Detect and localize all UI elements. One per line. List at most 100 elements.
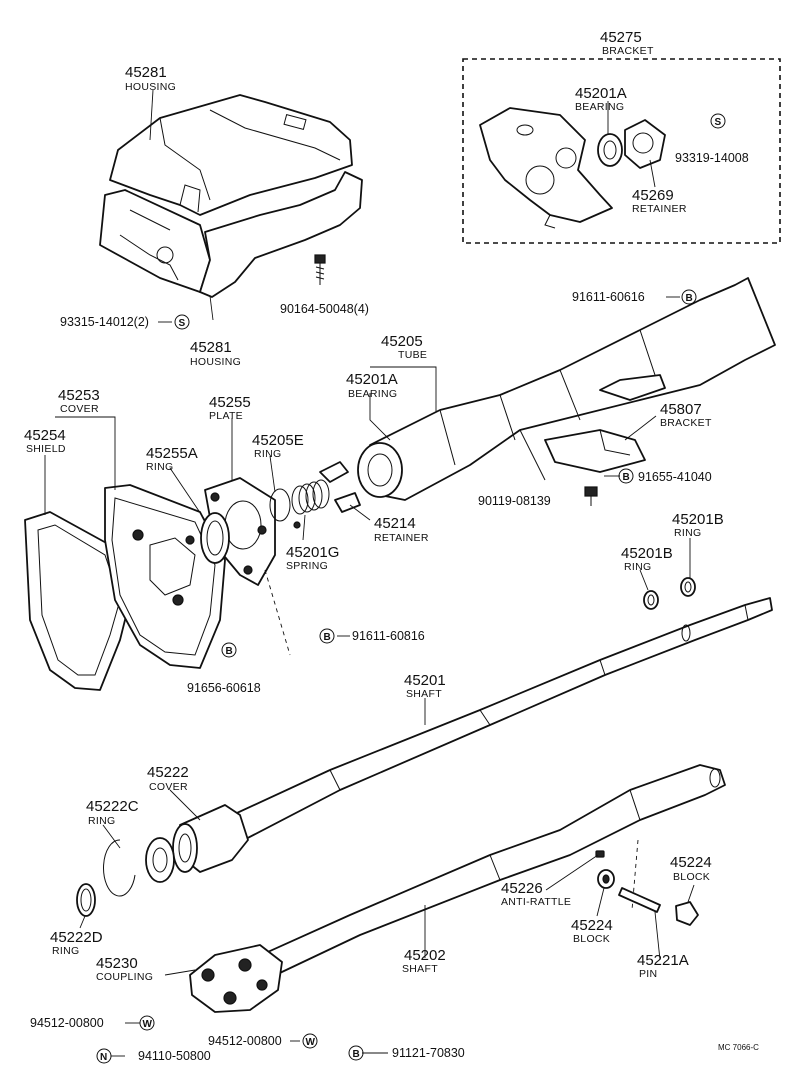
pin-45221A-drawing xyxy=(618,887,661,913)
part-number-label: 45202 xyxy=(404,947,446,964)
fastener-labels: S 93319-14008 90164-50048(4) 93315-14012… xyxy=(30,113,749,1064)
part-number-label: 45224 xyxy=(571,917,613,934)
part-name-label: RING xyxy=(674,527,701,539)
bracket-assembly-box xyxy=(462,58,781,244)
fastener-number-label: 93315-14012(2) xyxy=(60,315,149,329)
part-name-label: SHAFT xyxy=(406,688,442,700)
part-name-label: BLOCK xyxy=(573,933,610,945)
fastener-number-label: 94110-50800 xyxy=(138,1049,211,1063)
part-number-label: 45201B xyxy=(672,511,724,528)
fastener-number-label: 91655-41040 xyxy=(638,470,712,484)
part-number-label: 45255A xyxy=(146,445,198,462)
standard-part-symbol-letter: N xyxy=(100,1052,107,1063)
coupling-45230-drawing xyxy=(189,944,283,1013)
part-number-label: 45222 xyxy=(147,764,189,781)
part-number-label: 45224 xyxy=(670,854,712,871)
standard-part-symbol xyxy=(96,1048,112,1064)
part-name-label: RETAINER xyxy=(374,532,429,544)
screw-90164-drawing xyxy=(314,254,326,285)
standard-part-symbol xyxy=(710,113,726,129)
anti-rattle-45226-drawing xyxy=(595,850,605,858)
shield-45254-drawing xyxy=(24,511,131,691)
standard-part-symbol xyxy=(618,468,634,484)
standard-part-symbol-letter: S xyxy=(715,117,722,128)
part-name-label: COUPLING xyxy=(96,971,153,983)
part-number-label: 45281 xyxy=(125,64,167,81)
standard-part-symbol xyxy=(681,289,697,305)
part-drawings xyxy=(24,58,781,1013)
part-number-label: 45222C xyxy=(86,798,139,815)
part-number-label: 45205E xyxy=(252,432,304,449)
part-name-label: BRACKET xyxy=(660,417,712,429)
part-name-label: COVER xyxy=(60,403,99,415)
part-name-label: RING xyxy=(254,448,281,460)
fastener-number-label: 91121-70830 xyxy=(392,1046,465,1060)
part-number-label: 45222D xyxy=(50,929,103,946)
ring-45222C-drawing xyxy=(103,837,175,897)
part-number-label: 45253 xyxy=(58,387,100,404)
diagram-code-label: MC 7066-C xyxy=(718,1043,759,1052)
part-name-label: RING xyxy=(146,461,173,473)
fastener-number-label: 90164-50048(4) xyxy=(280,302,369,316)
fastener-number-label: 91611-60616 xyxy=(572,290,645,304)
part-number-label: 45275 xyxy=(600,29,642,46)
part-name-label: TUBE xyxy=(398,349,427,361)
bracket-45807-drawing xyxy=(519,429,646,481)
part-number-label: 45254 xyxy=(24,427,66,444)
part-name-label: HOUSING xyxy=(190,356,241,368)
standard-part-symbol xyxy=(348,1045,364,1061)
part-number-label: 45201G xyxy=(286,544,339,561)
part-name-label: PIN xyxy=(639,968,657,980)
fastener-number-label: 93319-14008 xyxy=(675,151,749,165)
standard-part-symbol-letter: B xyxy=(686,293,693,304)
part-number-label: 45226 xyxy=(501,880,543,897)
fastener-number-label: 94512-00800 xyxy=(30,1016,104,1030)
standard-part-symbol xyxy=(302,1033,318,1049)
standard-part-symbol xyxy=(319,628,335,644)
part-number-label: 45230 xyxy=(96,955,138,972)
part-name-label: ANTI-RATTLE xyxy=(501,896,571,908)
column-tube-drawing xyxy=(357,277,776,501)
leader-lines xyxy=(44,89,695,1057)
spring-45201G-drawing xyxy=(291,479,330,515)
fastener-number-label: 94512-00800 xyxy=(208,1034,282,1048)
standard-part-symbol xyxy=(174,314,190,330)
fastener-number-label: 90119-08139 xyxy=(478,494,551,508)
part-name-label: SHIELD xyxy=(26,443,66,455)
cover-45253-drawing xyxy=(104,484,226,669)
standard-part-symbol-letter: S xyxy=(179,318,186,329)
ring-45222D-drawing xyxy=(76,883,96,917)
part-name-label: RING xyxy=(624,561,651,573)
part-number-label: 45221A xyxy=(637,952,689,969)
part-name-label: HOUSING xyxy=(125,81,176,93)
part-name-label: BEARING xyxy=(575,101,624,113)
part-name-label: RING xyxy=(88,815,115,827)
part-labels: 45281 HOUSING 45281 HOUSING 45275 BRACKE… xyxy=(24,29,724,983)
part-name-label: RETAINER xyxy=(632,203,687,215)
part-number-label: 45807 xyxy=(660,401,702,418)
part-number-label: 45201 xyxy=(404,672,446,689)
part-name-label: BLOCK xyxy=(673,871,710,883)
part-name-label: BRACKET xyxy=(602,45,654,57)
bearing-bracket-drawing xyxy=(597,133,623,167)
ring-45205E-drawing xyxy=(269,488,301,529)
lower-housing-drawing xyxy=(99,171,363,298)
part-name-label: PLATE xyxy=(209,410,243,422)
fastener-number-label: 91611-60816 xyxy=(352,629,425,643)
part-number-label: 45201A xyxy=(575,85,627,102)
standard-part-symbol-letter: B xyxy=(623,472,630,483)
part-name-label: RING xyxy=(52,945,79,957)
upper-housing-drawing xyxy=(109,94,353,216)
shaft-45202-drawing xyxy=(249,764,726,981)
standard-part-symbol xyxy=(221,642,237,658)
part-name-label: SPRING xyxy=(286,560,328,572)
rings-45201B-drawing xyxy=(643,577,696,610)
part-number-label: 45214 xyxy=(374,515,416,532)
retainer-45214-drawing xyxy=(319,461,361,513)
standard-part-symbol-letter: B xyxy=(353,1049,360,1060)
part-number-label: 45255 xyxy=(209,394,251,411)
part-name-label: SHAFT xyxy=(402,963,438,975)
part-number-label: 45269 xyxy=(632,187,674,204)
standard-part-symbol-letter: W xyxy=(143,1019,153,1030)
